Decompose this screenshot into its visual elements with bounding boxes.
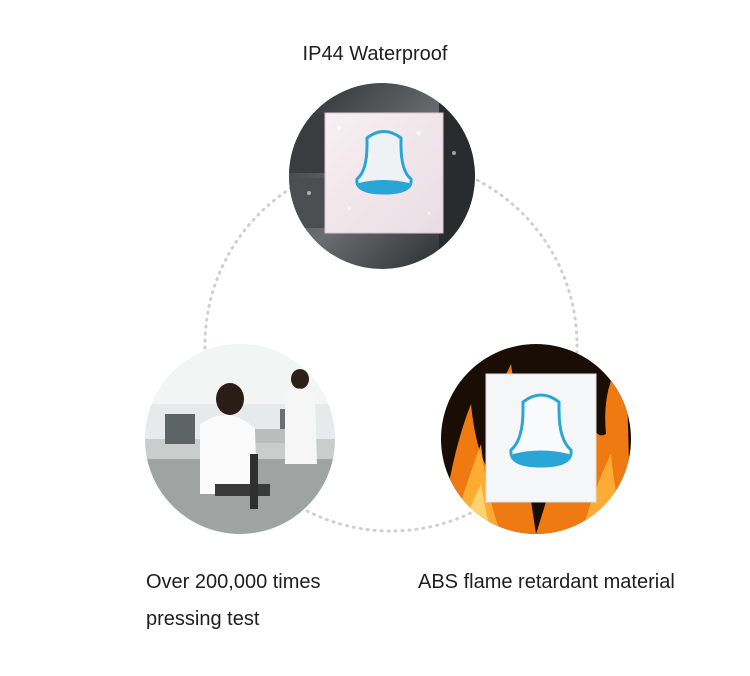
pressing-test-caption-line2: pressing test (146, 608, 260, 630)
doorbell-button-icon (509, 393, 573, 468)
flame-retardant-caption: ABS flame retardant material (418, 571, 675, 593)
waterproof-photo (289, 83, 475, 269)
flame-retardant-photo (441, 344, 631, 534)
pressing-test-photo (145, 344, 335, 534)
waterproof-caption: IP44 Waterproof (302, 43, 448, 65)
doorbell-button-icon (355, 130, 413, 195)
pressing-test-caption: Over 200,000 times pressing test (146, 564, 321, 638)
pressing-test-caption-line1: Over 200,000 times (146, 571, 321, 593)
